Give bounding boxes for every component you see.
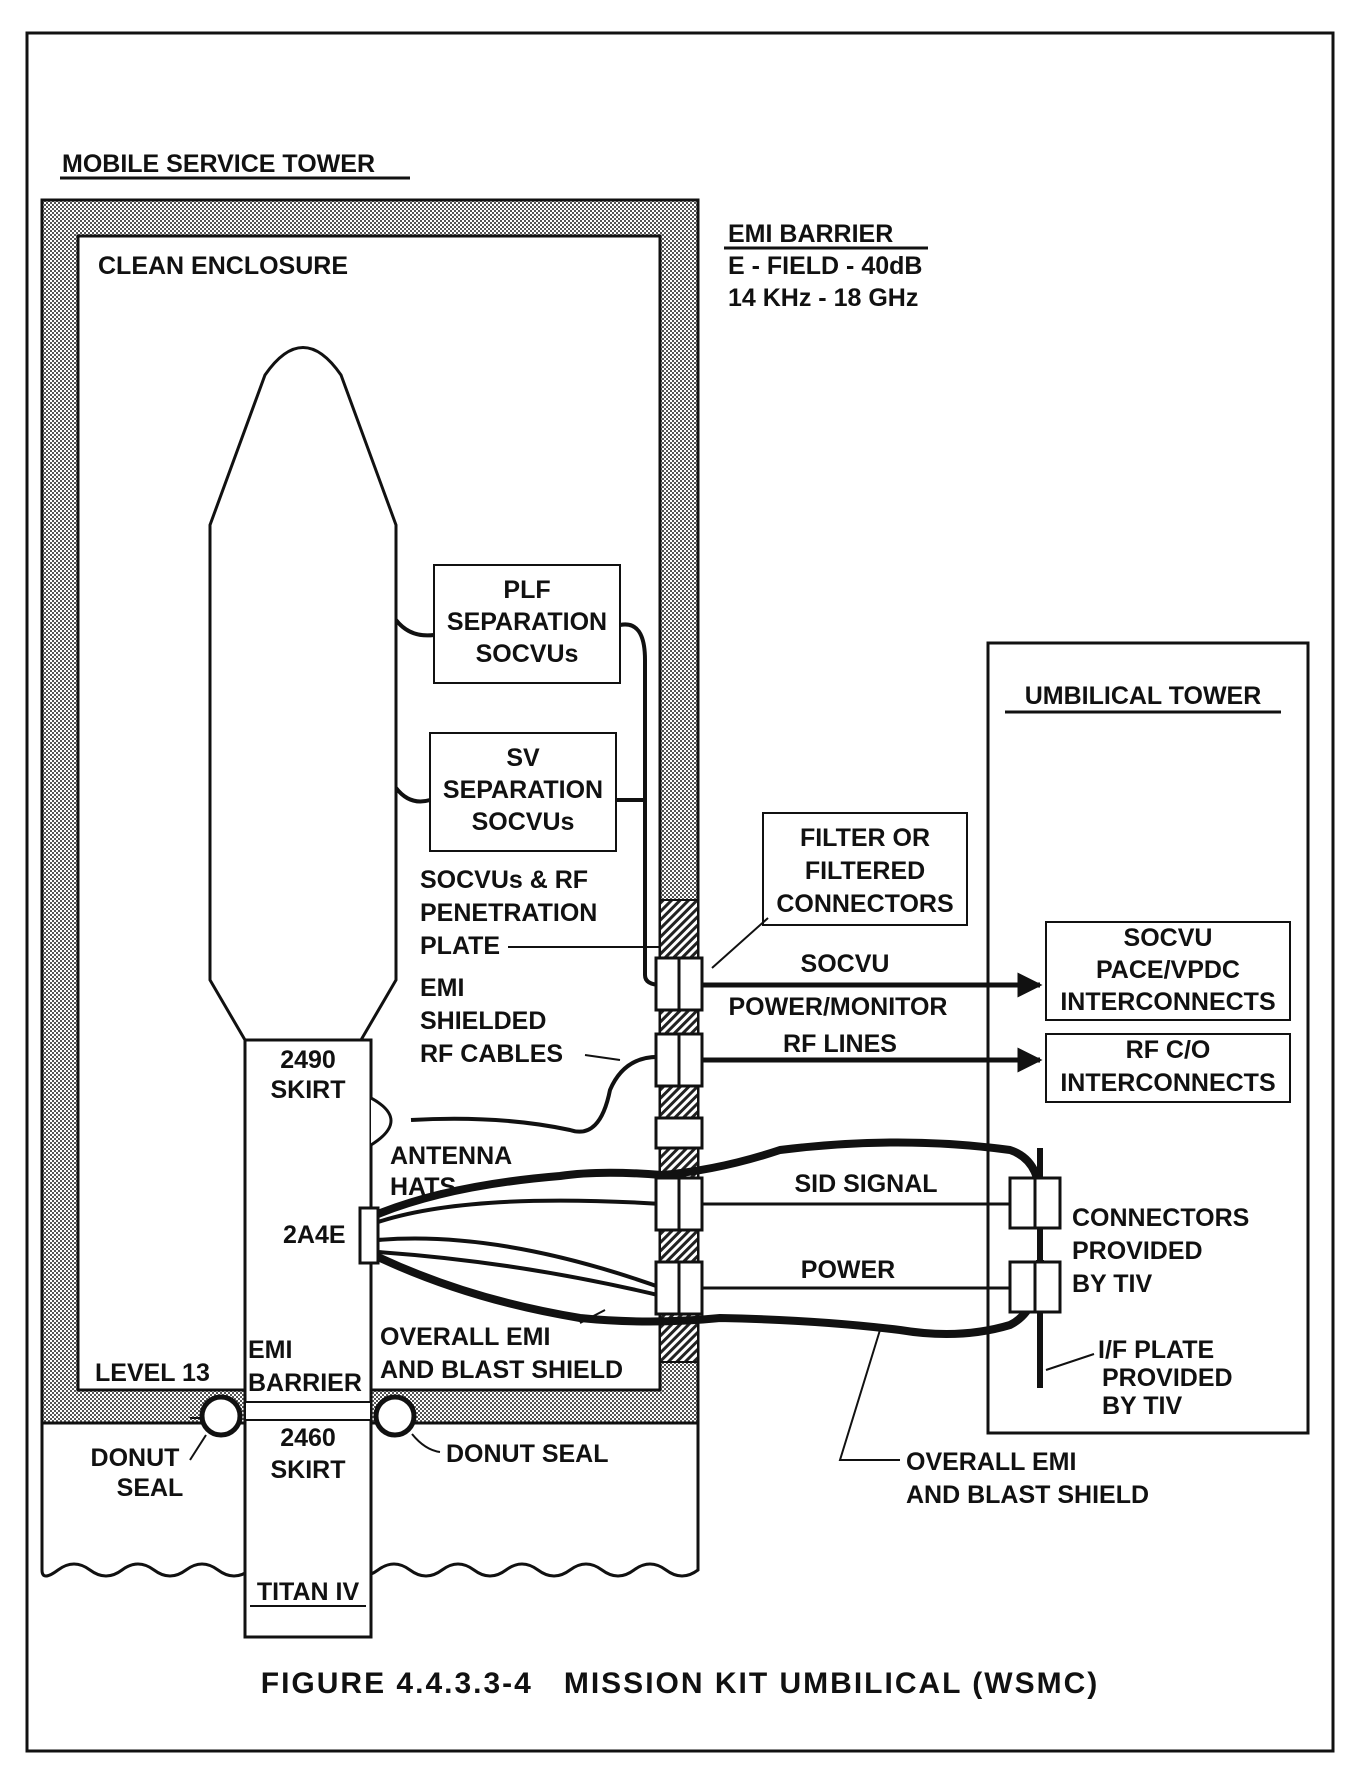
mobile-service-tower-label: MOBILE SERVICE TOWER <box>62 150 375 178</box>
overall-emi-inner-leader <box>579 1309 606 1324</box>
rf-co-line2: INTERCONNECTS <box>1060 1069 1275 1097</box>
socvu-pace-line1: SOCVU <box>1124 924 1213 952</box>
emi-barrier-title: EMI BARRIER <box>728 220 893 248</box>
overall-emi-inner-line1: OVERALL EMI <box>380 1323 550 1351</box>
emi-shielded-line1: EMI <box>420 974 464 1002</box>
antenna-hats-line2: HATS <box>390 1173 456 1201</box>
rf-co-line1: RF C/O <box>1126 1036 1211 1064</box>
skirt-2460-line2: SKIRT <box>271 1456 346 1484</box>
if-plate-line1: I/F PLATE <box>1098 1336 1214 1364</box>
plate-connectors <box>654 956 704 1316</box>
labels: MOBILE SERVICE TOWER CLEAN ENCLOSURE EMI… <box>62 150 1276 1606</box>
donut-left-leader <box>189 1434 207 1461</box>
filter-leader <box>711 917 769 969</box>
emi-shielded-line3: RF CABLES <box>420 1040 563 1068</box>
penetration-line1: SOCVUs & RF <box>420 866 588 894</box>
emi-shielded-line2: SHIELDED <box>420 1007 546 1035</box>
donut-seal-left-line2: SEAL <box>117 1474 184 1502</box>
sv-separation-box <box>429 732 617 852</box>
cables <box>189 618 1044 1461</box>
connectors-tiv-line1: CONNECTORS <box>1072 1204 1249 1232</box>
emi-barrier-line2: E - FIELD - 40dB <box>728 252 922 280</box>
donut-seal-left-line1: DONUT <box>91 1444 180 1472</box>
titan-iv-label: TITAN IV <box>257 1578 360 1606</box>
emi-barrier-line3: 14 KHz - 18 GHz <box>728 284 918 312</box>
connector-2a4e <box>358 1206 380 1265</box>
if-plate-line3: BY TIV <box>1102 1392 1182 1420</box>
filter-box <box>762 812 968 926</box>
socvu-pace-line2: PACE/VPDC <box>1096 956 1240 984</box>
overall-shield-upper <box>376 1138 1044 1218</box>
tiv-connectors <box>1008 1176 1062 1314</box>
socvu-label: SOCVU <box>801 950 890 978</box>
penetration-line3: PLATE <box>420 932 500 960</box>
power-label: POWER <box>801 1256 895 1284</box>
filter-line2: FILTERED <box>805 857 925 885</box>
antenna-rf-cable <box>410 1054 663 1134</box>
plf-sep-line3: SOCVUs <box>476 640 579 668</box>
donut-seal-right-label: DONUT SEAL <box>446 1440 609 1468</box>
sv-cable <box>394 786 431 804</box>
overall-emi-outer-line2: AND BLAST SHIELD <box>906 1481 1149 1509</box>
sid-signal-wire <box>377 1198 663 1224</box>
skirt-2490-line2: SKIRT <box>271 1076 346 1104</box>
power-wire-a <box>377 1236 663 1290</box>
filter-line3: CONNECTORS <box>776 890 953 918</box>
connectors-tiv-line3: BY TIV <box>1072 1270 1152 1298</box>
emi-shielded-leader <box>584 1054 621 1061</box>
conn-2a4e-label: 2A4E <box>283 1221 346 1249</box>
rf-lines-label: RF LINES <box>783 1030 897 1058</box>
skirt-band <box>244 1401 372 1421</box>
skirt-2460-line1: 2460 <box>280 1424 336 1452</box>
overall-emi-inner-line2: AND BLAST SHIELD <box>380 1356 623 1384</box>
if-plate-leader <box>1045 1353 1095 1371</box>
antenna-hats-line1: ANTENNA <box>390 1142 512 1170</box>
overall-shield-lower <box>376 1253 1044 1338</box>
skirt-2490-line1: 2490 <box>280 1046 336 1074</box>
plate-connector-3 <box>654 1116 704 1150</box>
power-wire-b <box>377 1250 663 1298</box>
vehicle-body <box>243 1038 373 1639</box>
plf-to-plate-cable <box>619 622 663 987</box>
donut-right-leader <box>411 1433 441 1453</box>
penetration-line2: PENETRATION <box>420 899 597 927</box>
socvu-pace-box <box>1045 921 1291 1021</box>
connectors-tiv-line2: PROVIDED <box>1072 1237 1203 1265</box>
plf-sep-line2: SEPARATION <box>447 608 607 636</box>
overall-emi-outer-line1: OVERALL EMI <box>906 1448 1076 1476</box>
level-13-label: LEVEL 13 <box>95 1359 210 1387</box>
emi-barrier-skirt-line1: EMI <box>248 1336 292 1364</box>
plf-cable <box>394 618 435 638</box>
power-monitor-label: POWER/MONITOR <box>729 993 948 1021</box>
sv-sep-line1: SV <box>506 744 540 772</box>
titan-iv-vehicle <box>208 346 398 1639</box>
figure-caption: FIGURE 4.4.3.3-4 MISSION KIT UMBILICAL (… <box>261 1667 1100 1700</box>
page-border <box>25 31 1335 1753</box>
clean-enclosure-label: CLEAN ENCLOSURE <box>98 252 348 280</box>
antenna-hat <box>370 1096 393 1147</box>
sv-sep-line2: SEPARATION <box>443 776 603 804</box>
filter-line1: FILTER OR <box>800 824 930 852</box>
donut-seal-left <box>199 1394 243 1438</box>
sv-sep-line3: SOCVUs <box>472 808 575 836</box>
donut-seal-right <box>373 1394 417 1438</box>
umbilical-tower-label: UMBILICAL TOWER <box>1025 682 1262 710</box>
socvu-pace-line3: INTERCONNECTS <box>1060 988 1275 1016</box>
plf-separation-box <box>433 564 621 684</box>
sid-signal-label: SID SIGNAL <box>794 1170 937 1198</box>
plf-sep-line1: PLF <box>503 576 550 604</box>
payload-fairing <box>208 346 398 1042</box>
if-plate-line2: PROVIDED <box>1102 1364 1233 1392</box>
rf-co-box <box>1045 1033 1291 1103</box>
overall-emi-outer-leader <box>838 1329 900 1461</box>
emi-barrier-skirt-line2: BARRIER <box>248 1369 362 1397</box>
